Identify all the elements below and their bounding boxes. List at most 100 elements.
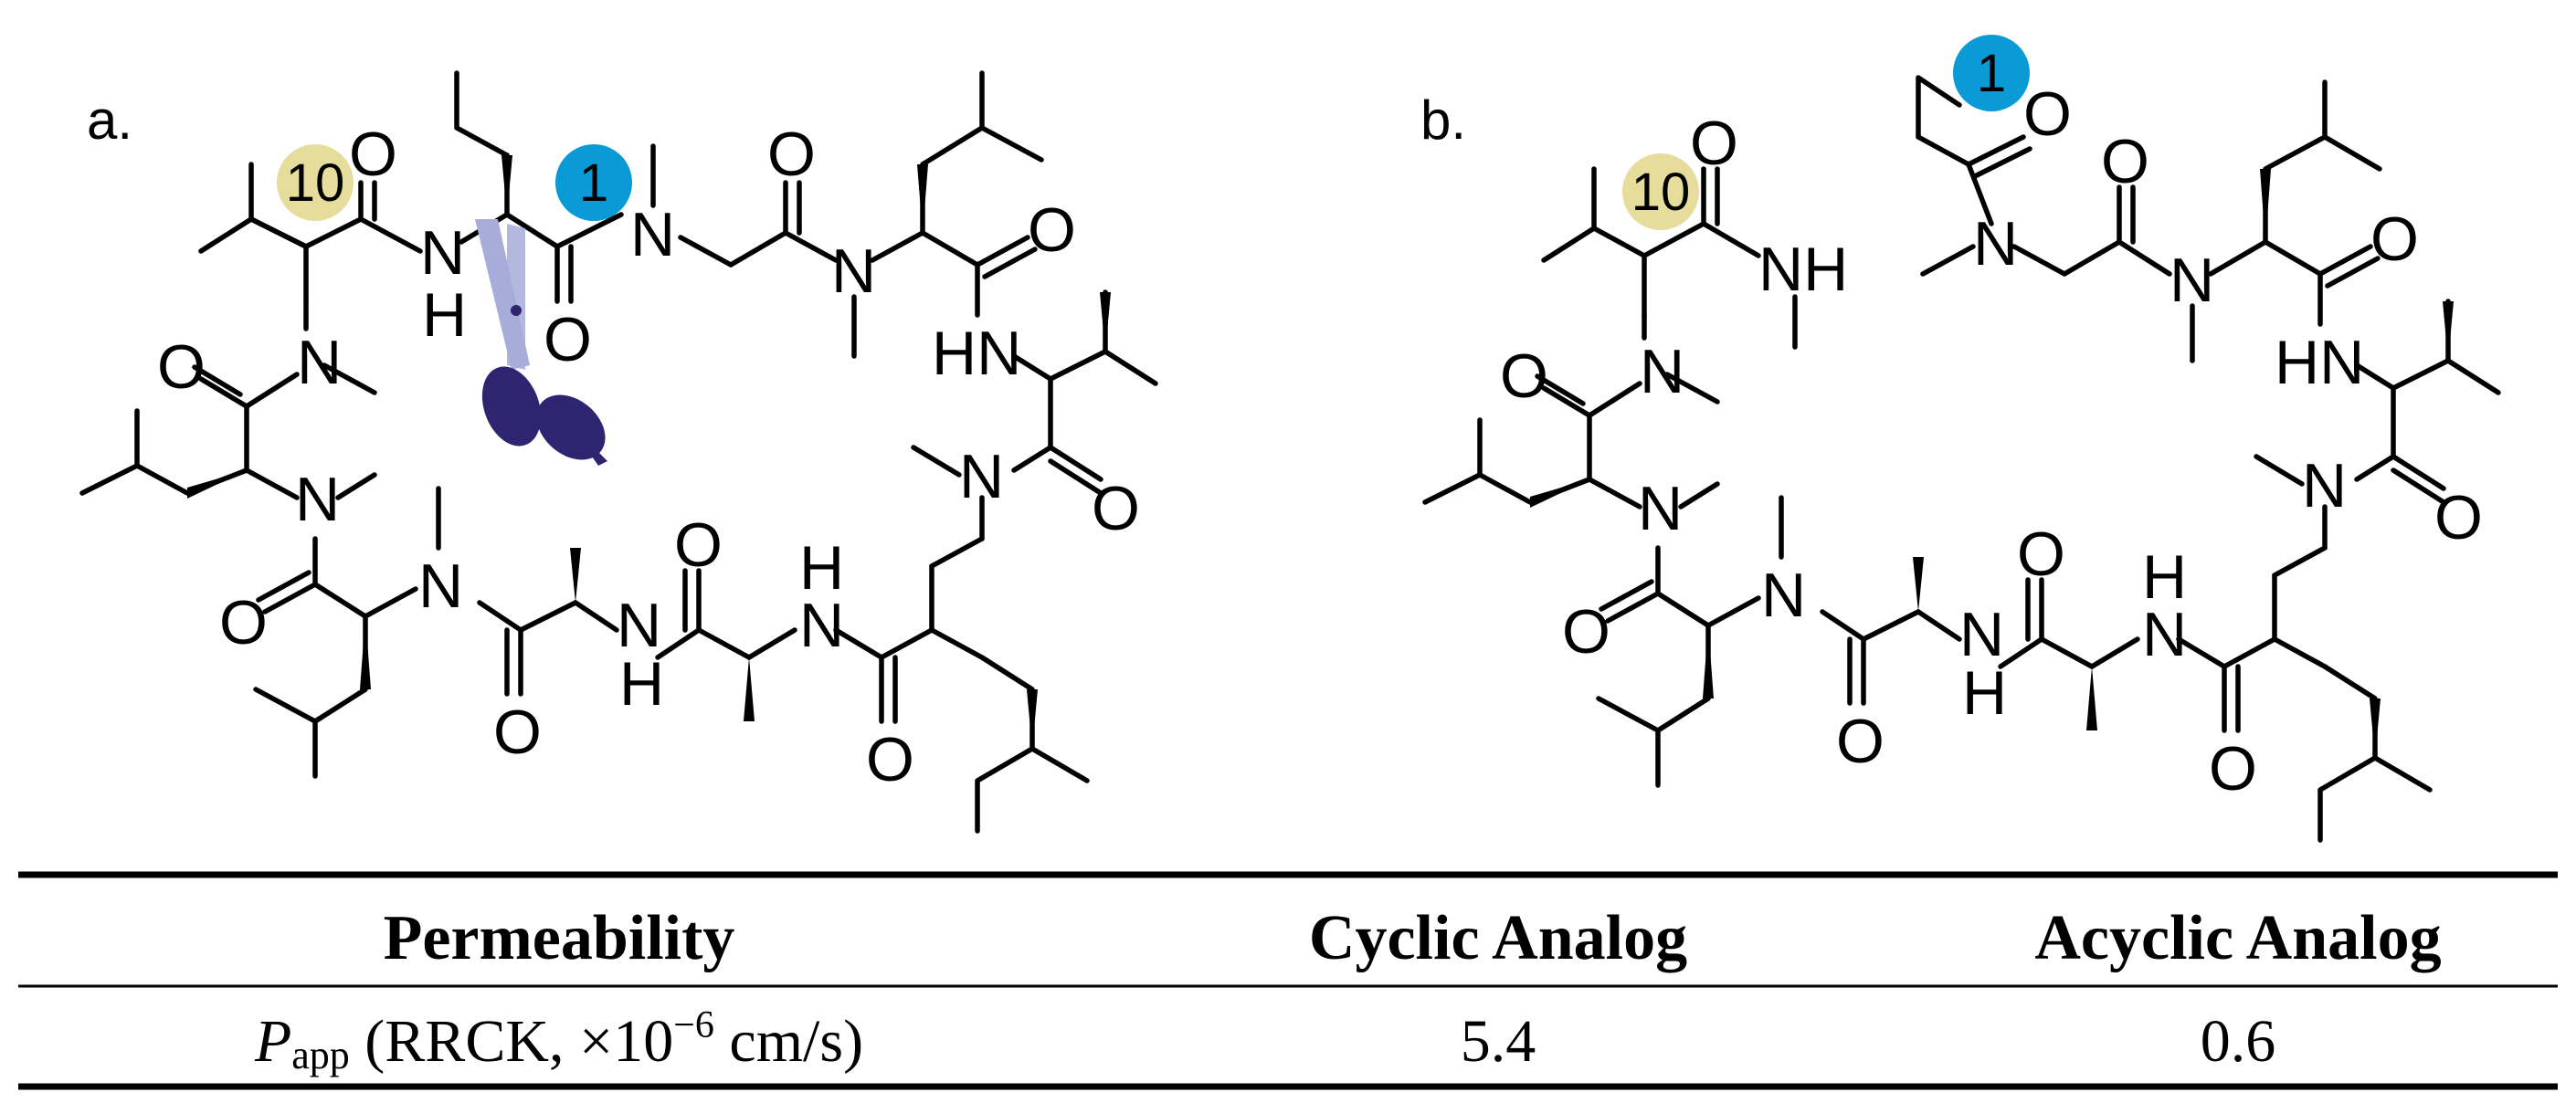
panel-b-badge-1: 1 [1953,35,2030,111]
bond [1966,134,2026,167]
wedge-bond [917,164,928,233]
bond [2391,454,2446,491]
atom-h: H [422,280,467,350]
bond [554,212,624,249]
panel-a-stereo-wedges [187,155,1111,749]
panel-a-badge-10-circle [277,144,354,221]
bond [477,600,523,633]
papp-assay: (RRCK, ×10 [350,1008,673,1075]
bond [248,216,309,249]
bond [2391,358,2451,391]
bond [256,570,311,603]
atom-o: O [1690,109,1738,178]
bond [655,627,702,660]
wedge-bond [1100,292,1111,352]
bond [1048,458,1103,496]
bond [1599,579,1654,612]
wedge-bond [2260,169,2271,242]
bond [2354,454,2396,482]
atom-o: O [1092,474,1140,543]
bond [573,600,619,633]
atom-n: N [297,328,342,397]
bond [2325,256,2381,289]
bond [312,582,368,619]
bond [358,216,423,254]
panel-a-badge-10: 10 [277,144,354,221]
panel-a-structure: a. 10 1 [79,70,1158,834]
bond [975,746,1035,834]
atom-h: H [619,649,664,719]
bond [1011,445,1053,473]
atom-n: N [2302,451,2347,520]
bond [2317,244,2373,277]
bond [504,212,560,249]
bond [833,627,884,660]
bond [303,216,364,249]
bond [253,687,318,724]
panel-b-badge-1-text: 1 [1977,44,2006,103]
bond [2445,358,2501,395]
bond [1029,746,1090,783]
panel-a-badge-1: 1 [555,144,632,221]
bond [1048,445,1103,482]
bond [2322,134,2382,172]
bond [2317,755,2378,843]
panel-b-badge-1-circle [1953,35,2030,111]
bond [929,627,985,660]
scissors-pivot [511,305,522,316]
atom-n: N [831,236,876,306]
wedge-bond [1913,557,1924,612]
wedge-bond [187,470,247,499]
atom-n: N [1973,209,2018,278]
bond [2089,636,2140,669]
panel-b-structure: b. 10 1 [1420,35,2501,843]
atom-n: N [418,552,463,621]
bond [262,582,318,615]
bond [879,627,934,660]
bond [1916,609,1962,642]
bond [870,230,925,263]
bond [2272,636,2328,669]
bond [2391,467,2446,505]
bond [1655,591,1711,628]
atom-o: O [1028,195,1076,265]
panel-b-stereo-wedges [1530,169,2454,758]
atom-hn: HN [932,319,1021,388]
atom-n: N [1761,561,1806,630]
atom-o: O [767,120,816,189]
panel-a-label: a. [87,89,132,151]
panel-b-badge-10: 10 [1622,153,1699,230]
table-row-label: Papp (RRCK, ×10−6 cm/s) [254,1004,863,1077]
bond [1103,349,1158,386]
panel-a-badge-1-text: 1 [579,153,608,213]
table-header-cyclic: Cyclic Analog [1309,903,1687,973]
atom-n: N [1640,337,1684,406]
panel-b-badge-10-circle [1622,153,1699,230]
atom-nh: NH [1758,235,1848,304]
atom-h: H [1962,658,2007,728]
permeability-table: Permeability Cyclic Analog Acyclic Analo… [18,871,2558,1090]
bond [244,467,300,500]
bond [982,247,1038,279]
atom-o: O [493,698,542,767]
bond [920,70,985,236]
bond [728,230,788,268]
panel-a-atom-labels: O N H O N O N O HN N O N O N H O N H O N… [157,120,1140,794]
wedge-bond [2086,667,2097,730]
panel-a-badge-10-text: 10 [286,153,345,213]
bond [454,70,510,158]
bond [518,600,578,633]
atom-n: N [2170,246,2214,315]
bond [1966,162,1994,226]
atom-o: O [2017,520,2065,589]
bond [1605,591,1661,624]
wedge-bond [2370,699,2381,758]
bond [1541,226,1647,263]
papp-unit: cm/s) [714,1008,863,1075]
atom-o: O [2023,79,2072,149]
atom-o: O [1836,707,1884,776]
scissors-blade [507,224,525,370]
bond [2062,239,2122,277]
scissors-icon [475,219,607,466]
